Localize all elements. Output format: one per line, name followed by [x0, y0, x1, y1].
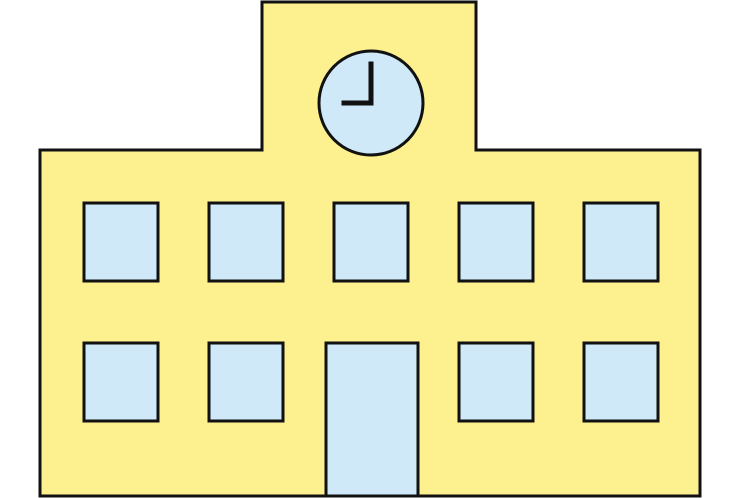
lower-windows	[82, 341, 660, 423]
window	[457, 341, 535, 423]
door	[324, 341, 420, 498]
window	[82, 201, 160, 283]
window	[582, 341, 660, 423]
window	[207, 341, 285, 423]
upper-windows	[82, 201, 660, 283]
window	[82, 341, 160, 423]
clock-hands	[341, 61, 374, 106]
window	[207, 201, 285, 283]
clock-icon	[317, 49, 425, 157]
window	[582, 201, 660, 283]
window	[332, 201, 410, 283]
window	[457, 201, 535, 283]
